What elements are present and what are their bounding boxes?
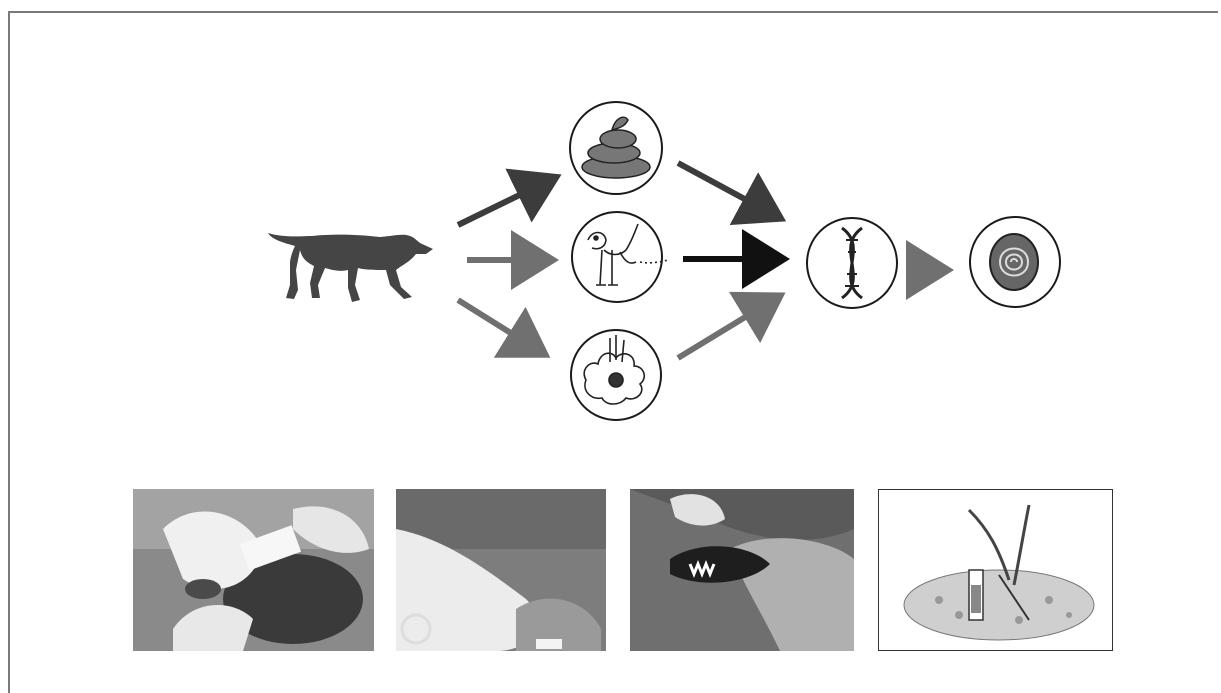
scat-sampling-photo [133, 489, 374, 651]
hair-sampling-photo [396, 489, 606, 651]
fingerprint-icon [990, 234, 1038, 290]
dna-node [807, 218, 897, 308]
arrow-hair-to-dna [678, 305, 765, 358]
fingerprint-node [970, 217, 1060, 307]
tube-collection-illustration [878, 489, 1113, 651]
scat-node [570, 102, 662, 194]
arrow-wolf-to-hair [458, 300, 530, 345]
urine-node [572, 212, 668, 302]
sampling-flow-diagram [0, 0, 1221, 470]
arrow-wolf-to-scat [458, 185, 540, 225]
arrow-scat-to-dna [678, 163, 765, 210]
saliva-sampling-photo [630, 489, 854, 651]
wolf-silhouette-icon [268, 233, 433, 302]
hair-node [571, 330, 661, 420]
